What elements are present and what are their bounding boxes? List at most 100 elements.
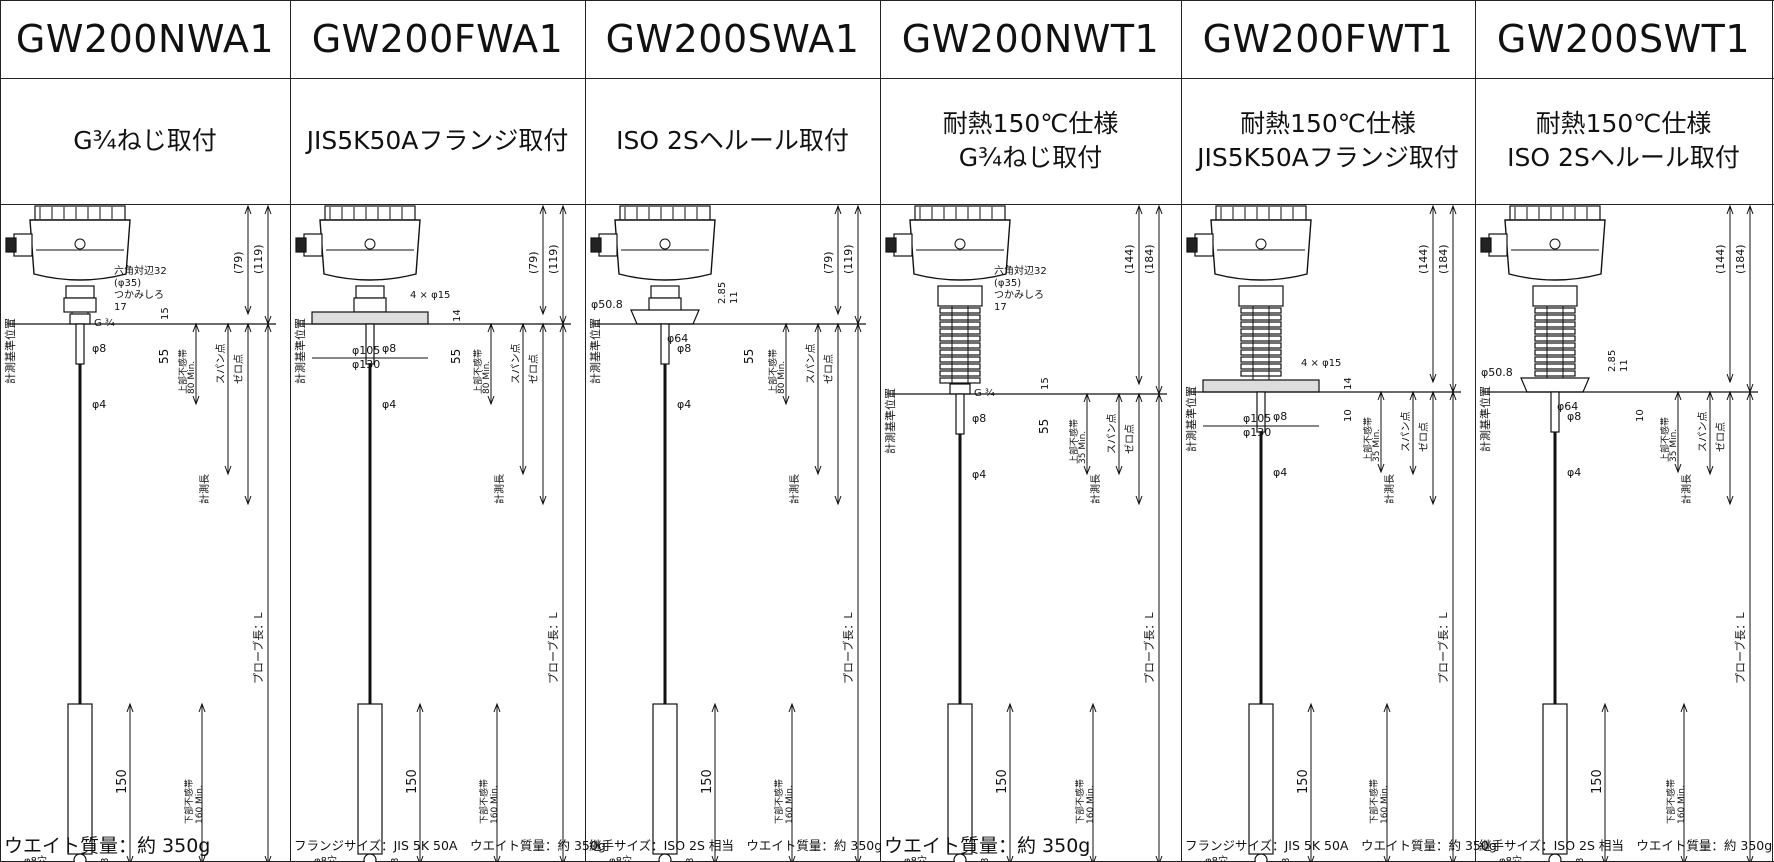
dim-head-total-label: (184)	[1734, 244, 1747, 274]
mounting-description-line: G¾ねじ取付	[73, 126, 217, 155]
model-title: GW200SWA1	[605, 17, 860, 61]
dim-span-arrow-top	[1706, 390, 1714, 401]
weight-hole-label: φ8穴	[1205, 854, 1228, 862]
probe-length-label: プローブ長：L	[1436, 612, 1450, 684]
measuring-length-label: 計測長	[1089, 474, 1102, 504]
cable-gland-icon	[893, 233, 913, 257]
transmitter-housing	[5, 205, 131, 281]
reference-position-label: 計測基準位置	[883, 388, 897, 454]
flange-pcd-label: φ105	[1243, 412, 1271, 425]
dim-head-total-label: (119)	[252, 244, 265, 274]
dim-weight-arrow-bottom	[416, 855, 424, 862]
dim-zero-arrow-top	[1135, 392, 1143, 403]
weight-hole-label: φ8穴	[904, 854, 927, 862]
dim-upper-dead-arrow-bottom	[1083, 465, 1091, 476]
probe-weight-icon	[652, 703, 678, 855]
dim-10-label: 10	[1635, 409, 1646, 422]
dim-10-label: 10	[1343, 409, 1354, 422]
cooling-fin-icon	[1240, 349, 1282, 356]
housing-screw-icon	[364, 238, 376, 250]
cable-diameter-label: φ4	[972, 468, 986, 481]
cable-gland-icon	[303, 233, 323, 257]
dim-span-arrow-bottom	[519, 465, 527, 476]
cable-gland-nut-icon	[1480, 237, 1492, 253]
dim-upper-dead-arrow-top	[1674, 390, 1682, 401]
upper-dead-zone-label: 上部不感帯	[472, 349, 484, 394]
dim-upper-dead-arrow-top	[1377, 390, 1385, 401]
span-point-label: スパン点	[1697, 412, 1709, 453]
cooling-fin-icon	[1534, 321, 1576, 328]
neck-collar	[650, 285, 680, 299]
grip-label: つかみしろ	[994, 289, 1044, 301]
grip-value-label: 17	[114, 302, 127, 313]
dim-lower-dead-arrow-bottom	[1383, 855, 1391, 862]
flange-thickness-label: 14	[452, 309, 463, 322]
dim-zero-arrow-bottom	[539, 495, 547, 506]
cable-gland-icon	[598, 233, 618, 257]
bolt-hole-label: 4 × φ15	[410, 290, 450, 301]
cable-diameter-label: φ4	[1273, 466, 1287, 479]
heat-neck-top	[937, 285, 983, 307]
cooling-fin-icon	[1240, 321, 1282, 328]
dim-55-label: 55	[1037, 419, 1051, 434]
table-col-divider	[585, 0, 586, 862]
cooling-fin-icon	[1534, 314, 1576, 321]
footer-spec: 継手サイズ：ISO 2S 相当 ウエイト質量：約 350g	[589, 837, 883, 853]
table-border-top	[0, 0, 1774, 1]
dim-zero-arrow-bottom	[1429, 495, 1437, 506]
dim-head-short-arrow-top	[244, 204, 252, 215]
dim-head-short-arrow-bottom	[244, 305, 252, 316]
hex-diameter-label: (φ35)	[994, 278, 1021, 289]
weight-hole-icon	[363, 853, 377, 862]
cable-gland-icon	[1194, 233, 1214, 257]
housing-screw-icon	[1255, 238, 1267, 250]
cable-diameter-label: φ4	[382, 398, 396, 411]
mounting-description-line: G¾ねじ取付	[958, 143, 1103, 172]
cooling-fin-icon	[1534, 342, 1576, 349]
mounting-description-line: ISO 2Sヘルール取付	[1507, 143, 1740, 172]
cooling-fin-icon	[939, 321, 981, 328]
reference-position-label: 計測基準位置	[588, 318, 602, 384]
cooling-fin-icon	[1534, 335, 1576, 342]
hex-nut-icon	[63, 297, 97, 313]
dim-probe-length-arrow-bottom	[1746, 855, 1754, 862]
table-col-divider	[1181, 0, 1182, 862]
cable-gland-nut-icon	[295, 237, 307, 253]
weight-length-label: 150	[700, 769, 715, 794]
dim-zero-arrow-bottom	[834, 495, 842, 506]
cooling-fin-icon	[1534, 307, 1576, 314]
table-row-divider	[0, 78, 1774, 79]
weight-length-label: 150	[405, 769, 420, 794]
upper-dead-min-label: 35 Min.	[1669, 429, 1679, 462]
dim-head-total-label: (184)	[1143, 244, 1156, 274]
heat-neck-top	[1532, 285, 1578, 307]
lower-dead-zone-label: 下部不感帯	[478, 779, 490, 824]
model-title: GW200FWT1	[1202, 17, 1454, 61]
weight-hole-offset-label: 8	[390, 858, 401, 862]
cooling-fin-icon	[939, 328, 981, 335]
table-col-divider	[0, 0, 1, 862]
cooling-fin-icon	[939, 307, 981, 314]
probe-weight-icon	[67, 703, 93, 855]
weight-hole-label: φ8穴	[314, 854, 337, 862]
span-point-label: スパン点	[215, 344, 227, 385]
dim-zero-arrow-bottom	[244, 495, 252, 506]
dim-head-total-arrow-top	[1449, 204, 1457, 215]
bolt-hole-label: 4 × φ15	[1301, 358, 1341, 369]
cable-gland-nut-icon	[885, 237, 897, 253]
dim-weight-arrow-bottom	[1307, 855, 1315, 862]
dim-lower-dead-arrow-bottom	[1089, 855, 1097, 862]
dim-weight-arrow-top	[1601, 702, 1609, 713]
weight-hole-label: φ8穴	[24, 854, 47, 862]
dim-15-label: 15	[1040, 377, 1051, 390]
